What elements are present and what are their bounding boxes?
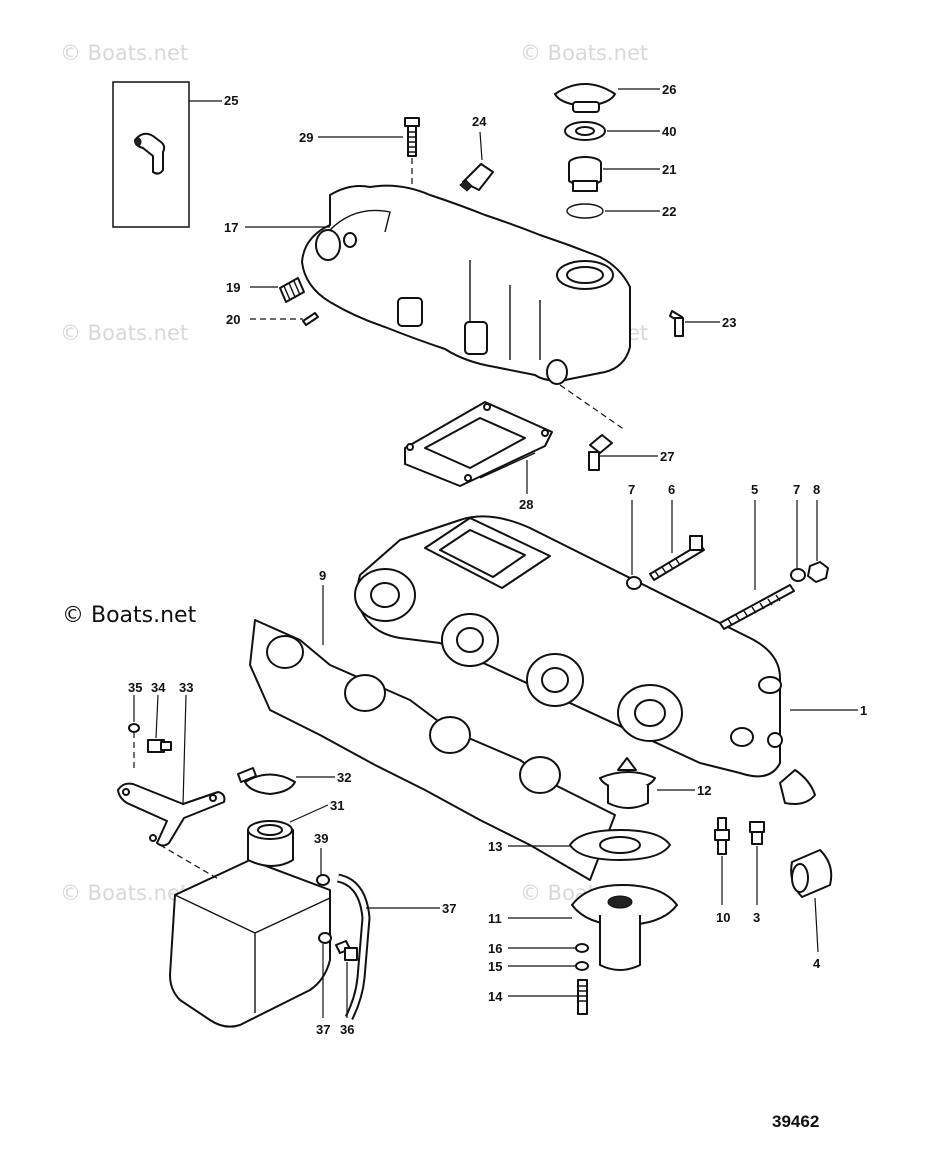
- watermark: © Boats.net: [60, 321, 188, 345]
- part-13-gasket: [508, 829, 671, 861]
- callout-11: 11: [488, 911, 502, 926]
- part-11-thermostat-housing: [508, 884, 678, 971]
- callout-10: 10: [716, 910, 730, 925]
- callout-24: 24: [472, 114, 487, 129]
- callout-4: 4: [813, 956, 821, 971]
- callout-21: 21: [662, 162, 676, 177]
- part-6-stud: [649, 500, 705, 581]
- callout-labels: 25 29 24 26 40 21 22 17 19 20 23 27 28 7…: [128, 82, 867, 1037]
- part-22-o-ring: [566, 203, 660, 219]
- callout-27: 27: [660, 449, 674, 464]
- part-23-screw: [669, 310, 720, 337]
- part-3-plug: [749, 821, 765, 905]
- part-16-washer: [508, 943, 589, 953]
- watermark: © Boats.net: [60, 41, 188, 65]
- callout-28: 28: [519, 497, 533, 512]
- callout-32: 32: [337, 770, 351, 785]
- part-37-hose: [336, 873, 440, 1021]
- part-26-pressure-cap: [554, 83, 660, 113]
- callout-33: 33: [179, 680, 193, 695]
- part-35-washer: [128, 695, 140, 733]
- callout-20: 20: [226, 312, 240, 327]
- callout-40: 40: [662, 124, 676, 139]
- part-10-sensor: [714, 817, 730, 905]
- callout-39: 39: [314, 831, 328, 846]
- callout-14: 14: [488, 989, 503, 1004]
- part-37-clamp: [318, 932, 332, 1018]
- part-17-heat-exchanger: [245, 184, 631, 385]
- part-4-bushing: [790, 849, 833, 953]
- callout-7: 7: [628, 482, 635, 497]
- callout-3: 3: [753, 910, 760, 925]
- part-21-filler-neck: [568, 156, 660, 192]
- watermark: © Boats.net: [60, 881, 188, 905]
- part-31-coolant-reservoir: [159, 804, 331, 1028]
- callout-23: 23: [722, 315, 736, 330]
- part-5-stud: [719, 500, 795, 630]
- callout-13: 13: [488, 839, 502, 854]
- part-19-plug: [250, 277, 305, 303]
- part-20-screw: [250, 312, 319, 326]
- part-28-gasket: [404, 384, 626, 494]
- callout-25: 25: [224, 93, 238, 108]
- callout-36: 36: [340, 1022, 354, 1037]
- callout-15: 15: [488, 959, 502, 974]
- callout-29: 29: [299, 130, 313, 145]
- part-27-fitting: [588, 434, 658, 471]
- callout-22: 22: [662, 204, 676, 219]
- callout-35: 35: [128, 680, 142, 695]
- part-12-thermostat: [599, 757, 695, 809]
- part-7-washer: [626, 500, 642, 590]
- callout-9: 9: [319, 568, 326, 583]
- callout-31: 31: [330, 798, 344, 813]
- part-8-nut: [807, 500, 829, 583]
- part-40-washer: [564, 121, 660, 141]
- part-15-lockwasher: [508, 961, 589, 971]
- part-9-manifold-gasket: [249, 585, 616, 881]
- watermark-bold: © Boats.net: [62, 603, 197, 628]
- watermark: © Boats.net: [520, 41, 648, 65]
- callout-19: 19: [226, 280, 240, 295]
- part-39-clamp: [316, 848, 330, 886]
- callout-8: 8: [813, 482, 820, 497]
- callout-34: 34: [151, 680, 166, 695]
- callout-37: 37: [442, 901, 456, 916]
- part-14-bolt: [508, 979, 588, 1015]
- callout-6: 6: [668, 482, 675, 497]
- part-24-sensor: [459, 131, 494, 192]
- part-32-reservoir-cap: [237, 767, 335, 795]
- callout-16: 16: [488, 941, 502, 956]
- callout-17: 17: [224, 220, 238, 235]
- callout-1: 1: [860, 703, 867, 718]
- callout-7: 7: [793, 482, 800, 497]
- part-36-screw: [335, 940, 358, 1018]
- callout-12: 12: [697, 783, 711, 798]
- part-25-elbow-box: [112, 81, 222, 228]
- part-34-bolt: [147, 694, 172, 753]
- part-1-exhaust-manifold: [354, 515, 858, 805]
- callout-5: 5: [751, 482, 758, 497]
- part-33-bracket: [117, 694, 226, 847]
- diagram-reference-number: 39462: [772, 1112, 819, 1131]
- callout-26: 26: [662, 82, 676, 97]
- part-7-washer: [790, 500, 806, 582]
- callout-37: 37: [316, 1022, 330, 1037]
